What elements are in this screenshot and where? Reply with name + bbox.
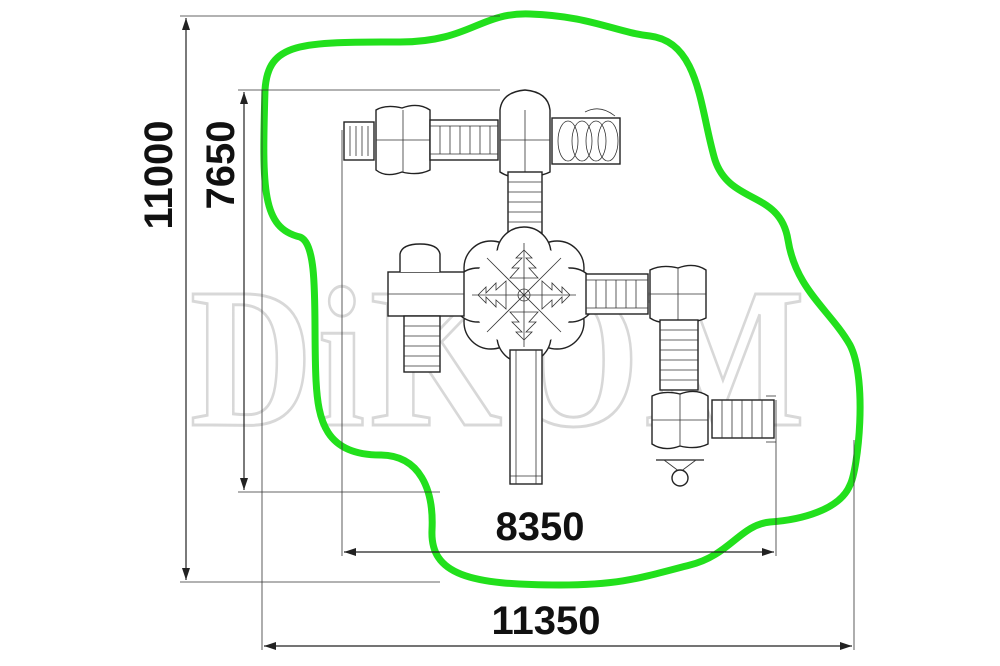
tower-right-upper [649, 264, 707, 324]
dimension-inner-height: 7650 [199, 121, 243, 210]
central-tower [450, 226, 598, 364]
dimension-total-height: 11000 [137, 120, 181, 229]
tower-top-middle [499, 89, 551, 178]
top-right-tube [551, 108, 621, 165]
safety-zone-outline [260, 10, 864, 589]
playground-equipment [343, 89, 776, 487]
tower-right-lower [651, 390, 709, 450]
right-ladder [659, 319, 699, 391]
dimension-lines [180, 15, 855, 650]
left-house [387, 243, 465, 373]
central-slide [509, 349, 543, 485]
dimension-total-width: 11350 [491, 599, 600, 643]
top-left-stairs [343, 121, 375, 161]
dimension-inner-width: 8350 [496, 505, 585, 549]
tower-top-left [375, 104, 431, 176]
right-lower-stairs [711, 395, 776, 443]
right-bridge [585, 273, 649, 315]
top-bridge [429, 119, 499, 161]
spring-seat [656, 459, 704, 487]
